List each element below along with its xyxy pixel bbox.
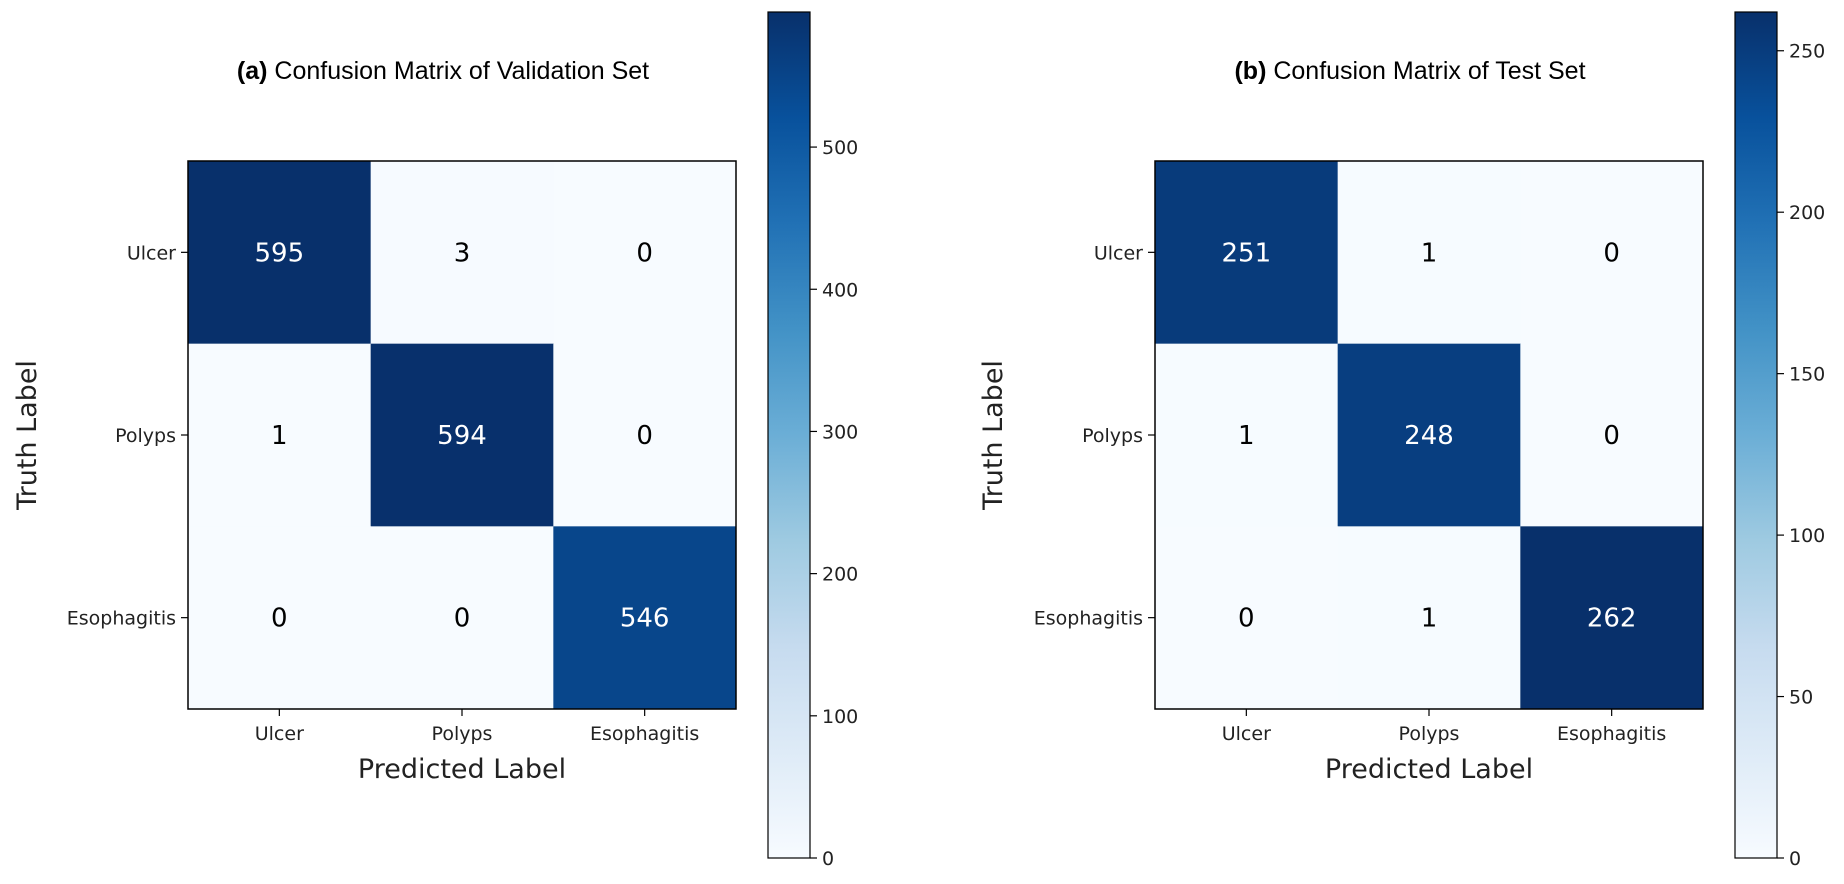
matrix-cell [553,343,737,527]
colorbar-tick-label: 500 [822,137,858,159]
x-ticks: Ulcer Polyps Esophagitis [255,709,699,745]
cell-value-label: 595 [255,238,305,268]
cell-value-label: 0 [1603,421,1620,451]
matrix-cell [1155,526,1339,710]
x-tick-label: Esophagitis [590,723,699,745]
cell-value-label: 1 [1421,604,1438,634]
matrix-cell [553,526,737,710]
colorbar: 0 50 100 150 200 250 [1734,11,1825,870]
matrix-cell [188,343,372,527]
y-axis-label: Truth Label [978,360,1009,511]
matrix-cell [1520,161,1704,345]
colorbar-ticks: 0 50 100 150 200 250 [1777,41,1825,870]
cell-value-label: 546 [620,604,670,634]
colorbar-tick-label: 150 [1789,364,1825,386]
cell-value-label: 248 [1404,421,1454,451]
matrix-cell [188,526,372,710]
y-tick-label: Polyps [1082,425,1143,447]
matrix-cell [1155,343,1339,527]
cell-value-label: 1 [271,421,288,451]
colorbar-tick-label: 0 [1789,848,1801,870]
x-ticks: Ulcer Polyps Esophagitis [1222,709,1666,745]
panel-validation: (a) Confusion Matrix of Validation Set 5… [12,11,858,870]
matrix-cell [1155,161,1339,345]
colorbar-tick-label: 300 [822,421,858,443]
matrix-cells: 251 1 0 1 248 0 0 1 262 [1155,161,1704,710]
colorbar-tick-label: 200 [1789,202,1825,224]
colorbar-tick-label: 200 [822,564,858,586]
matrix-cell [370,526,554,710]
cell-value-label: 0 [454,604,471,634]
colorbar-ticks: 0 100 200 300 400 500 [810,137,858,870]
colorbar-tick-label: 400 [822,279,858,301]
cell-value-label: 262 [1587,604,1637,634]
x-axis-label: Predicted Label [358,754,566,785]
y-tick-label: Ulcer [1094,242,1143,264]
panel-title: (b) Confusion Matrix of Test Set [1234,57,1585,85]
cell-value-label: 0 [271,604,288,634]
cell-value-label: 3 [454,238,471,268]
matrix-cell [370,343,554,527]
x-tick-label: Ulcer [255,723,304,745]
colorbar-tick-label: 50 [1789,687,1813,709]
colorbar: 0 100 200 300 400 500 [767,11,858,870]
cell-value-label: 0 [1603,238,1620,268]
cell-value-label: 594 [437,421,487,451]
y-tick-label: Esophagitis [1034,608,1143,630]
x-tick-label: Polyps [1399,723,1460,745]
matrix-cell [1520,526,1704,710]
matrix-cell [370,161,554,345]
x-tick-label: Ulcer [1222,723,1271,745]
y-tick-label: Esophagitis [67,608,176,630]
colorbar-tick-label: 100 [822,706,858,728]
cell-value-label: 0 [636,238,653,268]
colorbar-gradient [1734,11,1778,859]
x-tick-label: Esophagitis [1557,723,1666,745]
cell-value-label: 251 [1222,238,1272,268]
y-tick-label: Polyps [115,425,176,447]
cell-value-label: 1 [1421,238,1438,268]
matrix-cell [1520,343,1704,527]
cell-value-label: 0 [1238,604,1255,634]
x-axis-label: Predicted Label [1325,754,1533,785]
colorbar-gradient [767,11,811,859]
colorbar-tick-label: 100 [1789,525,1825,547]
cell-value-label: 0 [636,421,653,451]
panel-title: (a) Confusion Matrix of Validation Set [237,57,649,85]
cell-value-label: 1 [1238,421,1255,451]
matrix-cell [1337,343,1521,527]
matrix-cell [1337,161,1521,345]
matrix-cell [188,161,372,345]
matrix-cell [553,161,737,345]
y-tick-label: Ulcer [127,242,176,264]
colorbar-tick-label: 250 [1789,41,1825,63]
colorbar-tick-label: 0 [822,848,834,870]
x-tick-label: Polyps [432,723,493,745]
matrix-cell [1337,526,1521,710]
y-axis-label: Truth Label [12,360,43,511]
matrix-cells: 595 3 0 1 594 0 0 0 546 [188,161,737,710]
